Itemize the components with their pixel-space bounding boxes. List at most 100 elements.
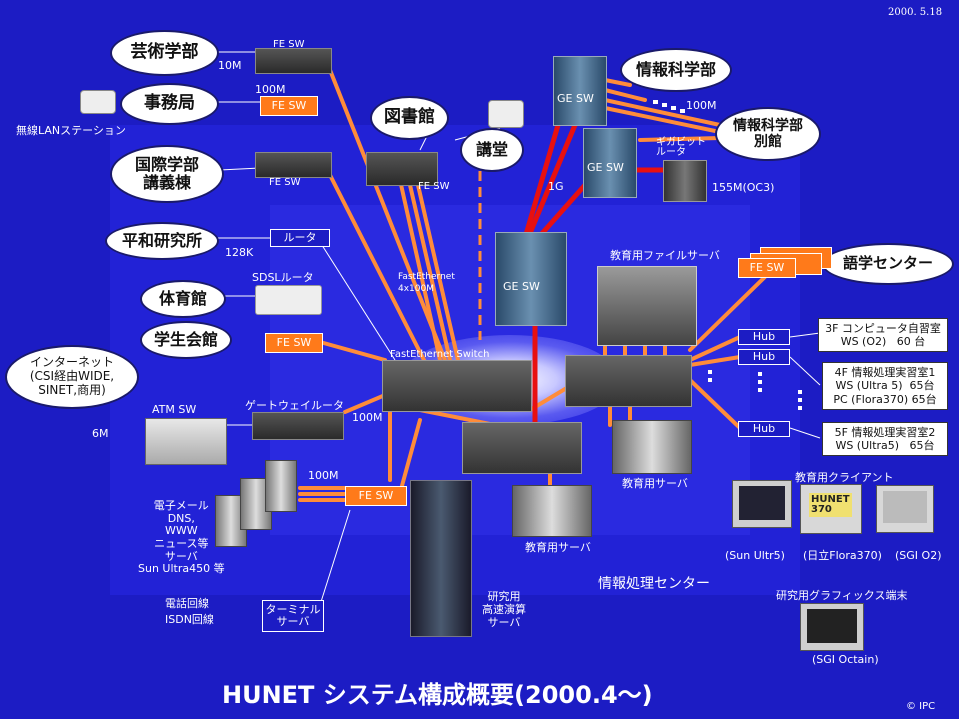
client-hitachi-screen: HUNET 370 (809, 493, 852, 517)
isdn-line-label: ISDN回線 (165, 613, 214, 626)
link-geijutsu (328, 68, 447, 362)
dot (798, 398, 802, 402)
speed-100m-d: 100M (686, 99, 717, 112)
gateway-router-box (252, 412, 344, 440)
site-johokagaku: 情報科学部 (620, 48, 732, 92)
link-toshokan (398, 178, 442, 362)
site-kodo: 講堂 (460, 128, 524, 172)
link-jk-4 (603, 106, 722, 134)
dot (708, 378, 712, 382)
link-kokusai-sw (219, 167, 261, 171)
ge-sw-tower-mid (583, 128, 637, 198)
dot (708, 370, 712, 374)
link-hub2 (688, 355, 742, 367)
link-gateway (343, 393, 387, 414)
sdsl-router-label: SDSLルータ (252, 271, 314, 284)
switch-right-box (565, 355, 692, 407)
site-johokagaku-bekkan: 情報科学部 別館 (715, 107, 821, 161)
link-gogaku (688, 270, 772, 352)
fastethernet-switch-box (382, 360, 532, 412)
link-jk-1 (603, 78, 632, 87)
edu-server-bottom (512, 485, 592, 537)
speed-1g: 1G (548, 180, 564, 193)
link-trunk-2 (416, 183, 460, 362)
switch-kokusai (255, 152, 332, 178)
room-3f: 3F コンピュータ自習室 WS (O2) 60 台 (818, 318, 948, 352)
page-title: HUNET システム構成概要(2000.4〜) (222, 681, 653, 709)
site-kokusai: 国際学部 講義棟 (110, 145, 224, 203)
ge-sw-label-1: GE SW (557, 92, 594, 105)
dot (758, 388, 762, 392)
fe-sw-gakusei: FE SW (265, 333, 323, 353)
site-gakuseikaikan: 学生会館 (140, 321, 232, 359)
graphics-terminal-monitor (800, 603, 864, 651)
sdsl-router-box (255, 285, 322, 315)
dot (662, 103, 667, 107)
fastethernet-trunk-label: FastEthernet 4x100M (398, 272, 455, 294)
file-server-label: 教育用ファイルサーバ (610, 249, 720, 262)
edu-client-label: 教育用クライアント (795, 471, 894, 484)
dot (671, 106, 676, 110)
speed-155m: 155M(OC3) (712, 181, 775, 194)
hub-1: Hub (738, 329, 790, 345)
client-sun-screen (739, 486, 785, 520)
hub-2: Hub (738, 349, 790, 365)
link-hub1 (688, 335, 742, 362)
terminal-server: ターミナル サーバ (262, 600, 324, 632)
edu-server-label-1: 教育用サーバ (622, 477, 688, 490)
site-jimukyoku: 事務局 (120, 83, 219, 125)
graphics-terminal-label: 研究用グラフィックス端末 (776, 589, 908, 602)
dot (653, 100, 658, 104)
gigabit-router-label: ギガビット ルータ (656, 137, 706, 158)
link-fe-gakusei (318, 340, 387, 362)
research-compute-tower (410, 480, 472, 637)
date-label: 2000. 5.18 (888, 7, 943, 18)
ge-sw-tower-main (495, 232, 567, 326)
switch-geijutsu (255, 48, 332, 74)
link-hub-rooms-2 (789, 356, 821, 386)
dot (758, 380, 762, 384)
site-taiikukan: 体育館 (140, 280, 226, 318)
file-server-box (597, 266, 697, 346)
atm-sw-box (145, 418, 227, 465)
site-internet: インターネット (CSI経由WIDE, SINET,商用) (5, 345, 139, 409)
dot (680, 109, 685, 113)
fe-sw-label-1: FE SW (273, 39, 305, 50)
copyright: © IPC (906, 701, 936, 712)
gig-4 (535, 182, 588, 241)
research-compute-label: 研究用 高速演算 サーバ (482, 590, 526, 630)
gig-2 (522, 122, 561, 241)
site-gogaku: 語学センター (822, 243, 954, 285)
link-hub-rooms-1 (789, 332, 821, 338)
link-jk-2 (603, 88, 647, 102)
dot (798, 406, 802, 410)
dot (798, 390, 802, 394)
link-jk-3 (603, 98, 722, 127)
fe-sw-gogaku: FE SW (738, 258, 796, 278)
client-hitachi-label: (日立Flora370) (803, 549, 882, 562)
switch-toshokan (366, 152, 438, 186)
link-trunk-1 (408, 183, 452, 362)
phone-line-label: 電話回線 (165, 597, 209, 610)
room-5f: 5F 情報処理実習室2 WS (Ultra5) 65台 (822, 422, 948, 456)
link-kokusai (328, 173, 427, 364)
ge-sw-label-3: GE SW (503, 280, 540, 293)
link-hub-rooms-3 (789, 427, 821, 439)
client-sgi-label: (SGI O2) (895, 549, 942, 562)
router-heiwa: ルータ (270, 229, 330, 247)
graphics-terminal-screen (807, 609, 857, 643)
gig-3 (525, 122, 578, 241)
wireless-lan-label: 無線LANステーション (16, 124, 126, 137)
client-sgi-screen (883, 491, 927, 523)
fastethernet-switch-label: FastEthernet Switch (390, 349, 490, 360)
speed-100m-c: 100M (308, 469, 339, 482)
gateway-router-label: ゲートウェイルータ (245, 399, 344, 412)
graphics-terminal-model: (SGI Octain) (812, 653, 879, 666)
site-toshokan: 図書館 (370, 96, 449, 140)
hub-3: Hub (738, 421, 790, 437)
link-terminal (319, 509, 351, 606)
edu-server-right (612, 420, 692, 474)
mail-servers-label: 電子メール DNS, WWW ニュース等 サーバ Sun Ultra450 等 (138, 499, 225, 576)
client-sun-label: (Sun Ultr5) (725, 549, 785, 562)
